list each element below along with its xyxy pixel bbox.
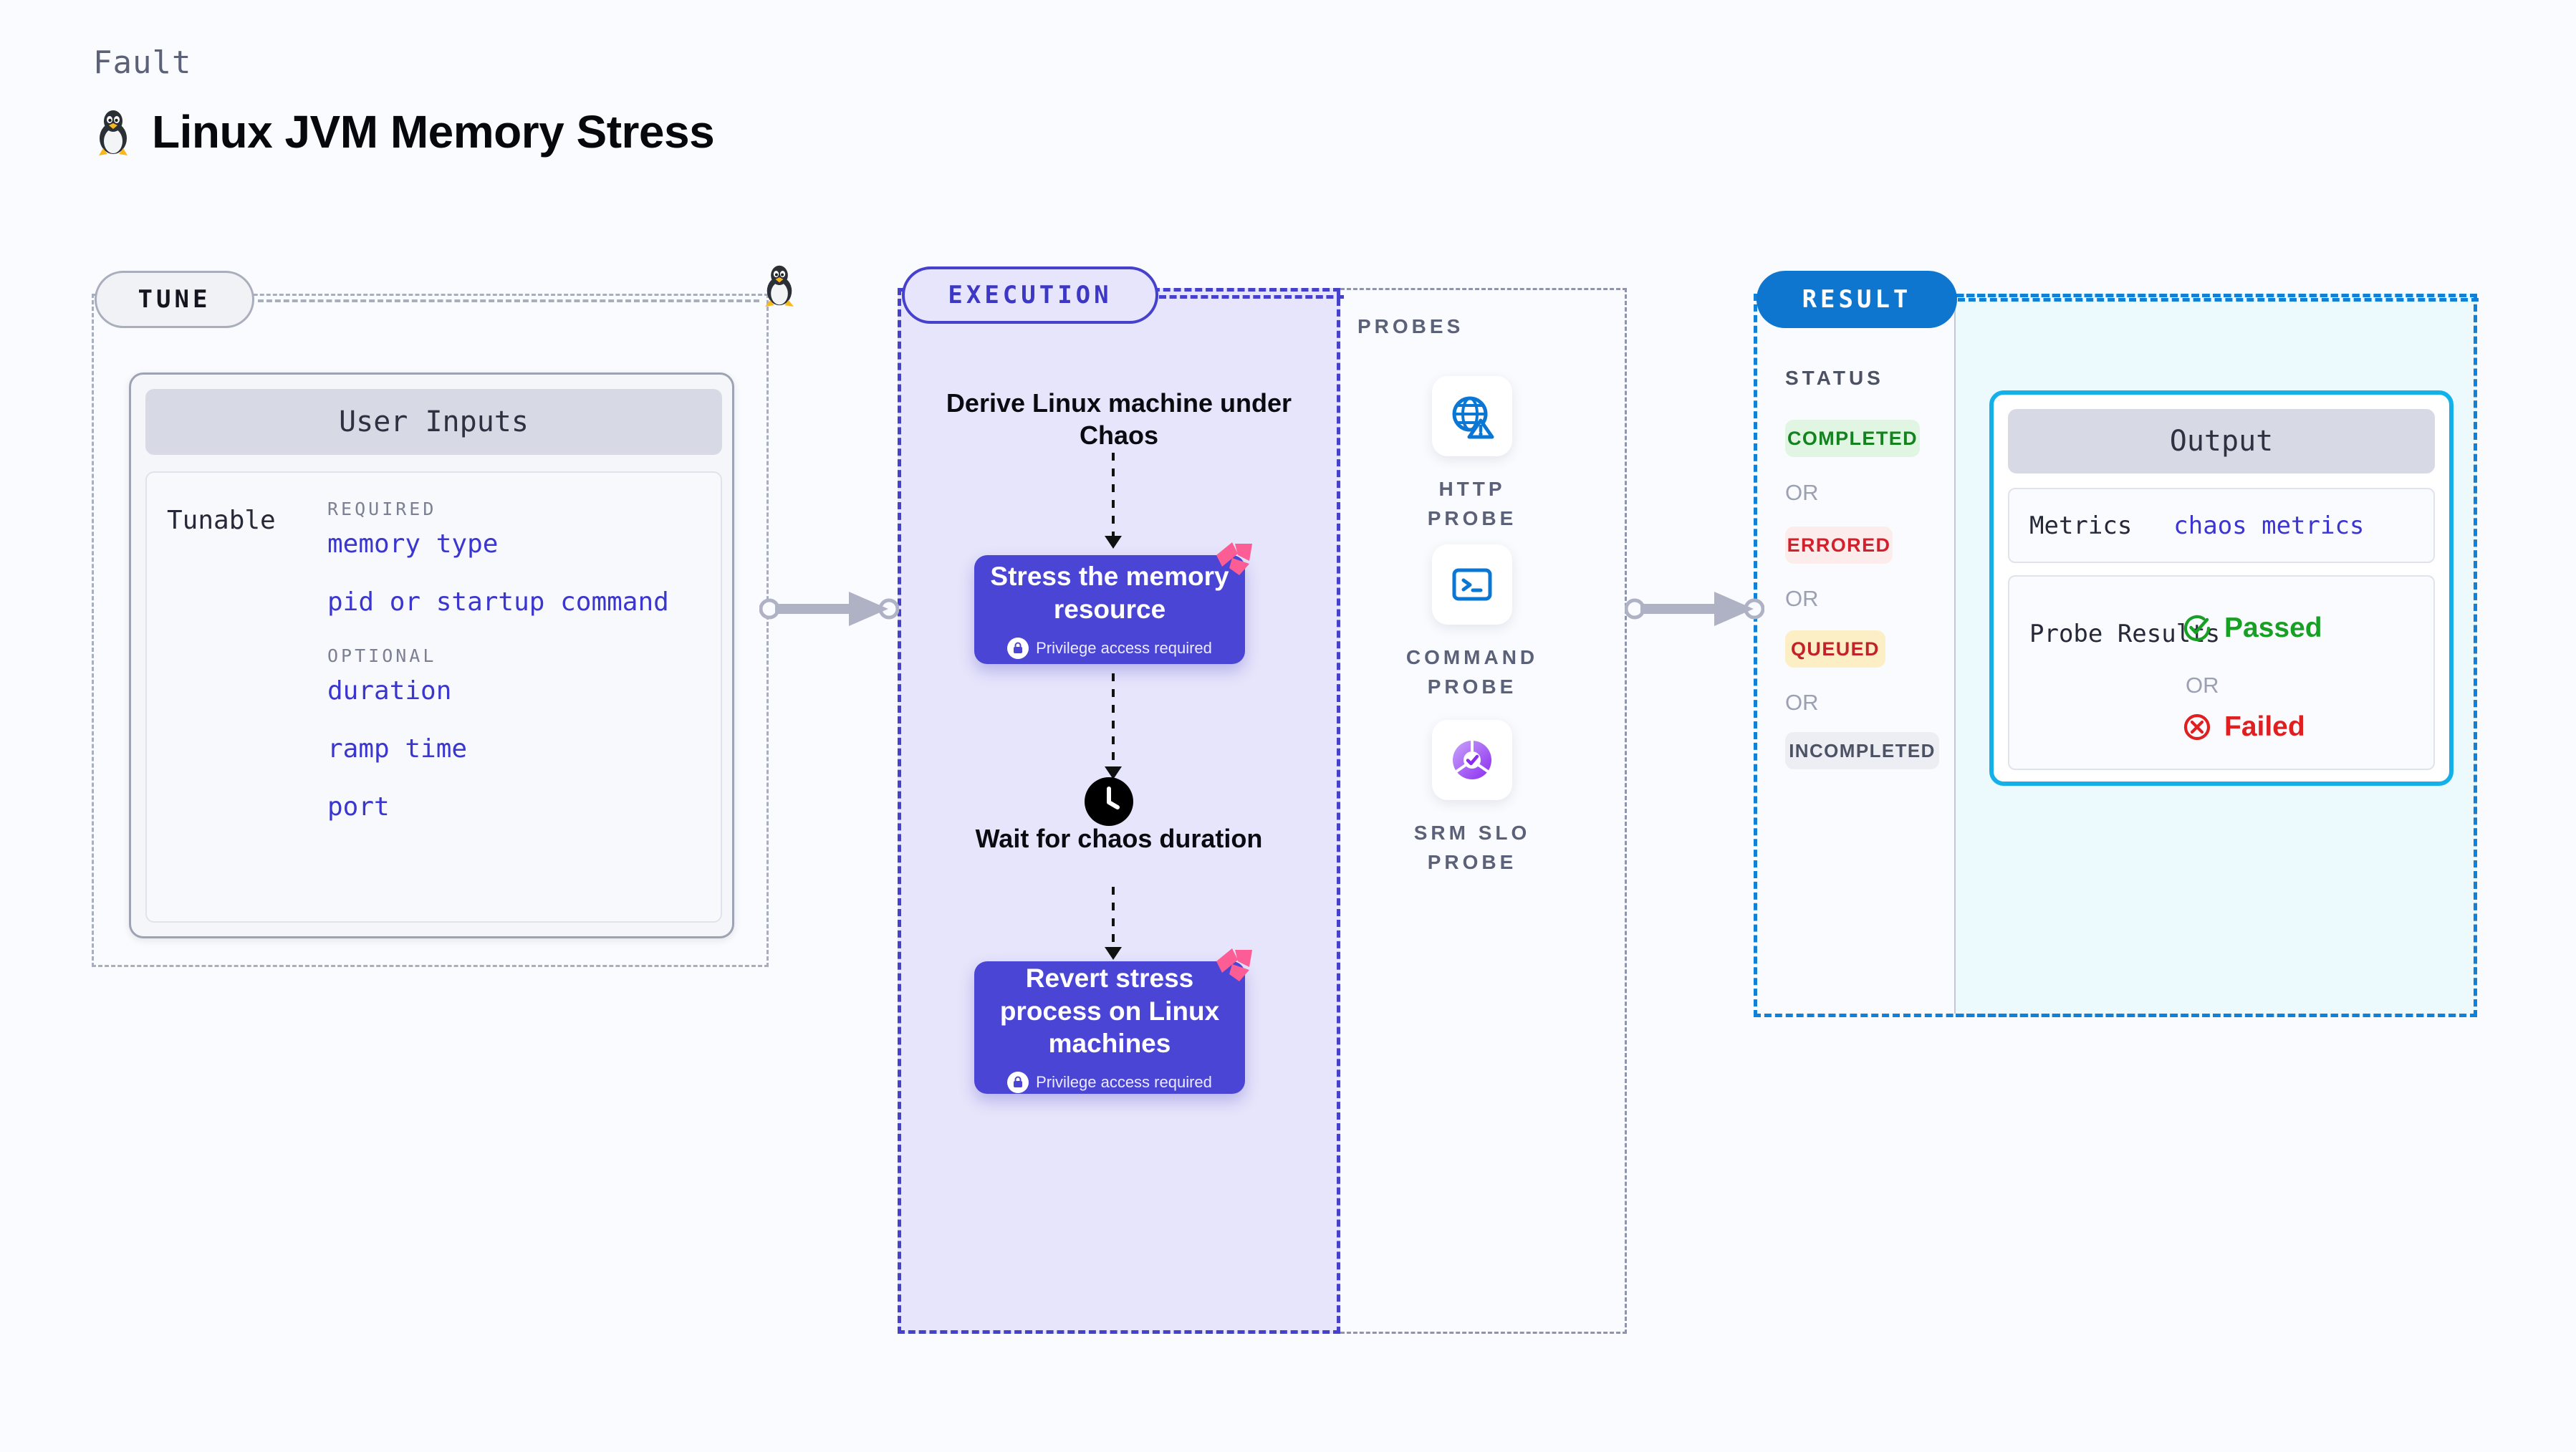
globe-warning-icon: [1432, 376, 1512, 456]
lock-icon: [1007, 1072, 1029, 1094]
probe-result-failed: Failed: [2181, 711, 2305, 743]
user-inputs-title: User Inputs: [339, 405, 529, 438]
flow-arrow-2: [1112, 673, 1115, 768]
x-circle-icon: [2183, 713, 2211, 741]
output-card-header: Output: [2008, 409, 2435, 473]
probe-result-or: OR: [2186, 673, 2219, 698]
tune-to-execution-arrow: [759, 592, 899, 626]
result-divider: [1954, 297, 1956, 1014]
probes-title: PROBES: [1357, 315, 1464, 337]
flow-arrow-1: [1112, 453, 1115, 537]
execution-step-wait-label: Wait for chaos duration: [975, 824, 1263, 853]
probe-srm-slo-label: SRM SLO PROBE: [1413, 822, 1531, 873]
input-item-duration[interactable]: duration: [327, 676, 452, 706]
harness-ribbon-icon: [1216, 542, 1252, 575]
flow-arrow-1-head: [1105, 536, 1122, 549]
input-item-port[interactable]: port: [327, 792, 390, 822]
tux-penguin-icon: [99, 110, 128, 155]
result-dashed-connector: [1958, 298, 2479, 302]
status-or-2: OR: [1785, 586, 1819, 611]
tunable-label: Tunable: [167, 506, 276, 535]
status-badge-errored: ERRORED: [1785, 527, 1893, 564]
group-label-required: REQUIRED: [327, 499, 437, 519]
slo-donut-check-icon: [1432, 720, 1512, 800]
output-probe-results-row: Probe Results Passed OR Failed: [2008, 575, 2435, 770]
check-circle-icon: [2183, 615, 2211, 642]
terminal-icon: [1432, 544, 1512, 625]
execution-node-stress-label: Stress the memory resource: [990, 562, 1229, 624]
tune-dashed-connector: [258, 299, 759, 302]
probes-panel: [1340, 288, 1627, 1334]
input-item-memory-type[interactable]: memory type: [327, 529, 499, 559]
page-header: Fault Linux JVM Memory Stress: [93, 44, 715, 158]
privilege-note-stress-label: Privilege access required: [1036, 638, 1212, 657]
privilege-note-revert: Privilege access required: [1007, 1072, 1212, 1094]
probes-to-result-arrow: [1625, 592, 1764, 626]
lock-icon: [1007, 637, 1029, 659]
execution-pill-label[interactable]: EXECUTION: [902, 266, 1158, 324]
tune-pill-label[interactable]: TUNE: [95, 271, 254, 328]
execution-node-revert[interactable]: Revert stress process on Linux machines …: [974, 948, 1252, 1094]
input-item-pid-or-startup-command[interactable]: pid or startup command: [327, 587, 669, 617]
tune-panel: [92, 294, 769, 967]
output-metrics-value[interactable]: chaos metrics: [2173, 511, 2365, 540]
execution-step-derive-label: Derive Linux machine under Chaos: [946, 388, 1292, 450]
tux-penguin-icon-connector: [765, 265, 794, 307]
flow-arrow-3: [1112, 887, 1115, 950]
probe-http-label: HTTP PROBE: [1427, 478, 1517, 529]
flow-arrow-2-head: [1105, 766, 1122, 779]
status-or-3: OR: [1785, 690, 1819, 715]
status-or-1: OR: [1785, 480, 1819, 505]
tunable-inputs-list: REQUIRED memory type pid or startup comm…: [326, 499, 669, 850]
status-title: STATUS: [1785, 367, 1884, 389]
probe-srm-slo[interactable]: SRM SLO PROBE: [1400, 720, 1544, 877]
status-badge-completed: COMPLETED: [1785, 420, 1920, 457]
clock-icon: [1085, 777, 1133, 826]
privilege-note-stress: Privilege access required: [1007, 637, 1212, 659]
group-label-optional: OPTIONAL: [327, 645, 437, 666]
execution-node-stress[interactable]: Stress the memory resource Privilege acc…: [974, 542, 1252, 664]
probe-result-failed-label: Failed: [2224, 711, 2305, 742]
output-metrics-row: Metrics chaos metrics: [2008, 488, 2435, 563]
probe-command[interactable]: COMMAND PROBE: [1400, 544, 1544, 701]
output-metrics-key: Metrics: [2029, 511, 2133, 540]
output-title: Output: [2169, 425, 2274, 458]
status-badge-queued: QUEUED: [1785, 630, 1885, 668]
execution-node-revert-label: Revert stress process on Linux machines: [999, 963, 1220, 1059]
page-title: Linux JVM Memory Stress: [152, 106, 715, 158]
execution-dashed-connector: [1159, 295, 1344, 299]
input-item-ramp-time[interactable]: ramp time: [327, 734, 468, 764]
result-panel: [1754, 294, 2477, 1017]
privilege-note-revert-label: Privilege access required: [1036, 1073, 1212, 1092]
user-inputs-header: User Inputs: [145, 389, 722, 455]
probe-http[interactable]: HTTP PROBE: [1400, 376, 1544, 533]
harness-ribbon-icon: [1216, 948, 1252, 981]
status-badge-incompleted: INCOMPLETED: [1785, 732, 1939, 769]
output-card: Output Metrics chaos metrics Probe Resul…: [1989, 390, 2454, 786]
probe-command-label: COMMAND PROBE: [1405, 646, 1539, 698]
probe-result-passed-label: Passed: [2224, 612, 2322, 643]
user-inputs-card: User Inputs Tunable REQUIRED memory type…: [129, 372, 734, 938]
fault-eyebrow-label: Fault: [93, 44, 192, 81]
result-pill-label[interactable]: RESULT: [1756, 271, 1957, 328]
probe-result-passed: Passed: [2181, 612, 2322, 644]
flow-arrow-3-head: [1105, 947, 1122, 960]
page-title-row: Linux JVM Memory Stress: [93, 105, 715, 158]
user-inputs-body: Tunable REQUIRED memory type pid or star…: [145, 471, 722, 923]
